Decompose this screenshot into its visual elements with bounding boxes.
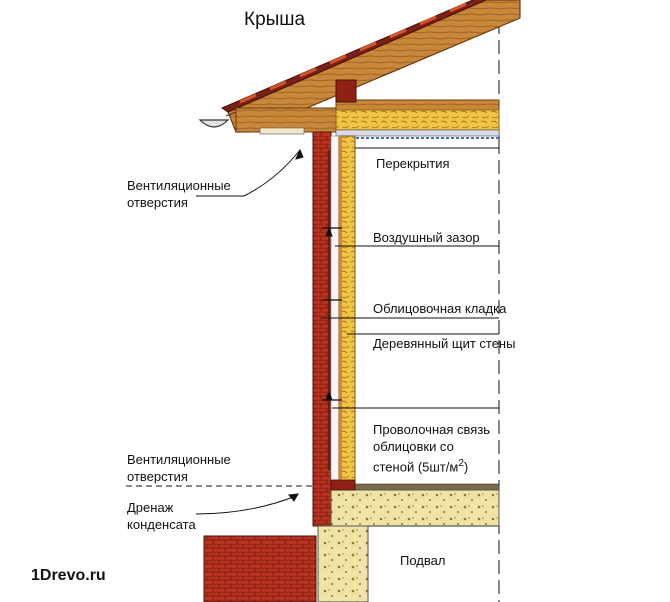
drainage-label-line1: Дренаж xyxy=(127,500,174,515)
vents-top-label-line1: Вентиляционные xyxy=(127,178,231,193)
leader-drainage xyxy=(195,495,297,515)
brick-veneer xyxy=(312,131,332,527)
gutter-bracket xyxy=(225,111,237,117)
brand-logo-text: 1Drevo.ru xyxy=(31,567,106,584)
vents-bottom-label-line1: Вентиляционные xyxy=(127,452,231,467)
wood-panel-label: Деревянный щит стены xyxy=(373,336,516,351)
gutter xyxy=(198,119,230,128)
cladding-label: Облицовочная кладка xyxy=(373,301,507,316)
roof-tile-marks xyxy=(239,2,467,104)
foundation-brick xyxy=(203,535,317,602)
wire-tie-end: ) xyxy=(463,459,469,475)
floor-slab xyxy=(330,489,500,527)
basement-label: Подвал xyxy=(400,553,446,568)
vents-bottom-label-line2: отверстия xyxy=(127,469,188,484)
wire-tie-label-line2: облицовки со xyxy=(373,439,454,454)
wire-tie-text: стеной (5шт/м xyxy=(373,459,459,475)
ceiling-board xyxy=(335,129,500,137)
wire-tie-label-line3: стеной (5шт/м2) xyxy=(373,455,468,475)
airflow-arrows xyxy=(325,150,333,470)
sill-plate xyxy=(330,479,356,491)
foundation-wall xyxy=(317,525,369,602)
air-gap xyxy=(330,135,340,489)
air-gap-label: Воздушный зазор xyxy=(373,230,480,245)
wire-tie-sup: 2 xyxy=(458,458,464,469)
leader-vents-top xyxy=(196,149,301,197)
wood-panel-sheathing xyxy=(339,136,342,488)
floor-joist xyxy=(335,99,500,111)
floor-label: Перекрытия xyxy=(376,156,450,171)
top-plate xyxy=(335,79,357,103)
ceiling-insulation xyxy=(335,109,500,131)
subfloor xyxy=(330,483,500,491)
wire-tie-label-line1: Проволочная связь xyxy=(373,422,491,437)
leader-lines xyxy=(126,147,499,515)
vents-top-label-line2: отверстия xyxy=(127,195,188,210)
roof-label: Крыша xyxy=(244,9,306,30)
drainage-label-line2: конденсата xyxy=(127,517,196,532)
soffit-light xyxy=(259,127,305,135)
